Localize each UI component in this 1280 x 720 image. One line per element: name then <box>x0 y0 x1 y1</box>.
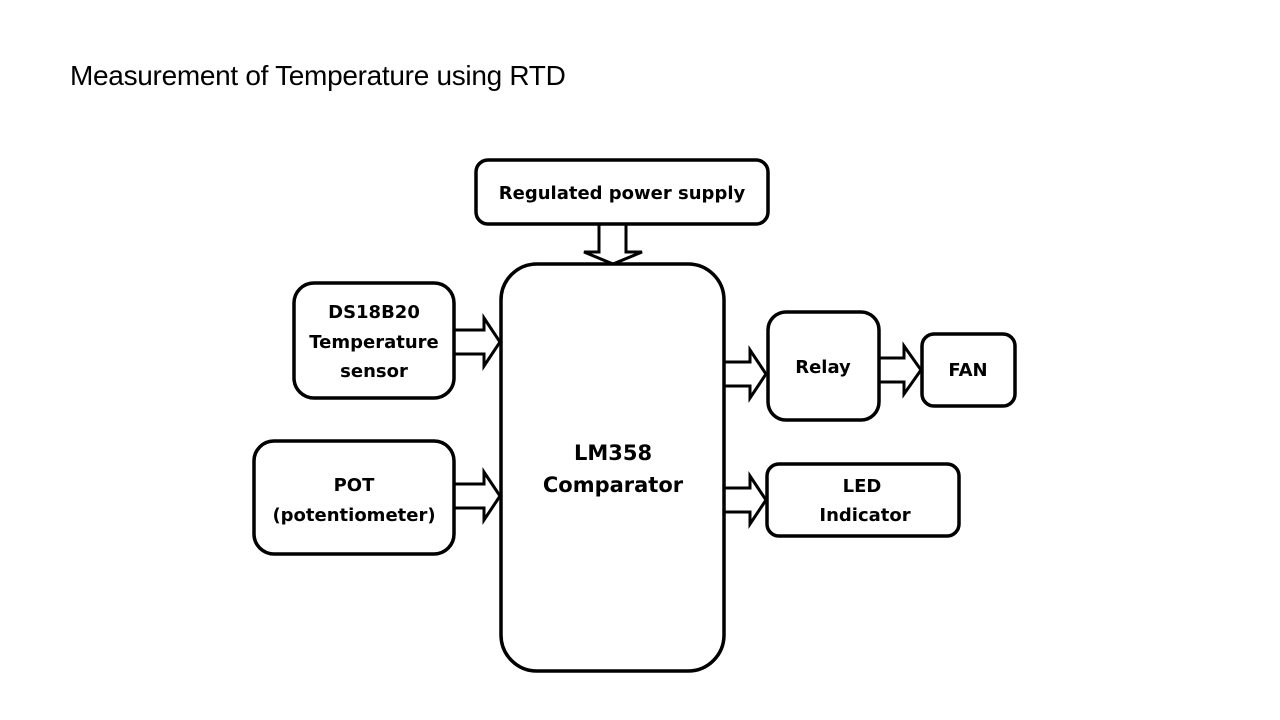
fan-label: FAN <box>948 360 987 381</box>
arrow-sensor-to-comparator <box>452 313 502 371</box>
sensor-label-line1: DS18B20 <box>328 302 420 323</box>
arrow-pot-to-comparator <box>452 467 502 525</box>
comparator-label-line2: Comparator <box>543 473 684 497</box>
block-fan: FAN <box>920 332 1017 408</box>
arrow-relay-to-fan <box>877 341 923 399</box>
comparator-label-line1: LM358 <box>574 441 652 465</box>
slide-title: Measurement of Temperature using RTD <box>70 60 566 91</box>
sensor-label-line2: Temperature <box>309 332 438 353</box>
block-relay: Relay <box>766 310 881 422</box>
block-led-indicator: LED Indicator <box>765 462 961 538</box>
sensor-label-line3: sensor <box>340 361 408 382</box>
block-temperature-sensor: DS18B20 Temperature sensor <box>292 281 456 400</box>
power-supply-label: Regulated power supply <box>499 183 746 204</box>
led-label-line1: LED <box>843 476 882 497</box>
arrow-power-to-comparator <box>583 222 643 266</box>
arrow-comparator-to-relay <box>722 345 768 403</box>
arrow-comparator-to-led <box>722 471 768 529</box>
block-potentiometer: POT (potentiometer) <box>252 439 456 556</box>
relay-label: Relay <box>795 357 851 378</box>
pot-label-line1: POT <box>334 475 375 496</box>
led-label-line2: Indicator <box>819 505 910 526</box>
pot-label-line2: (potentiometer) <box>272 505 435 526</box>
block-power-supply: Regulated power supply <box>474 158 770 226</box>
block-comparator: LM358 Comparator <box>499 262 726 673</box>
